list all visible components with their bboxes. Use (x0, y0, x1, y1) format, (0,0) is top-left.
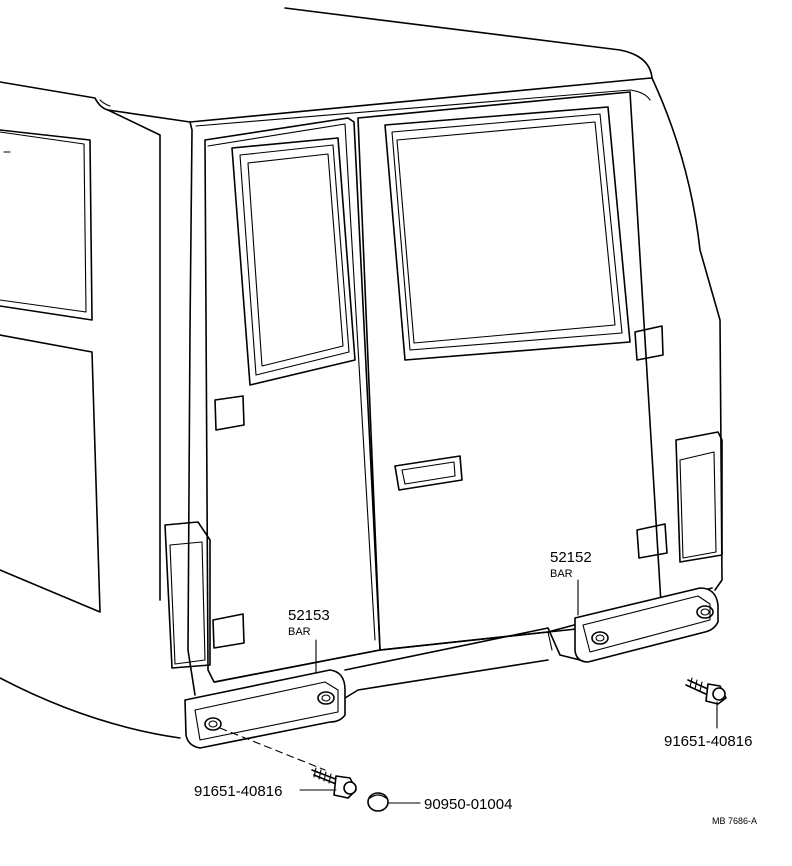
right-tail-light (675, 431, 723, 563)
reference-code: MB 7686-A (712, 816, 757, 826)
left-door-hinge-lower (212, 613, 245, 649)
bar-left-hole-inner (317, 691, 335, 705)
bar-right-hole-outer (591, 631, 609, 645)
bar-right-hole-inner (696, 605, 714, 619)
right-door-hinge-lower (636, 523, 668, 559)
van-rear-panel (187, 77, 723, 696)
bar-left-part-number: 52153 (288, 607, 330, 624)
bolt-left-assembly-line (219, 727, 326, 771)
bar-left-hole-outer (204, 717, 222, 731)
bar-right (574, 587, 719, 663)
door-handle (394, 455, 463, 491)
left-tail-light (164, 521, 211, 669)
bar-left-name: BAR (288, 626, 311, 638)
van-roof (0, 7, 653, 123)
bolt-left-part-number: 91651-40816 (194, 783, 282, 800)
plug-part-number: 90950-01004 (424, 796, 512, 813)
bar-right-part-number: 52152 (550, 549, 592, 566)
bar-left (184, 669, 346, 749)
bar-right-name: BAR (550, 568, 573, 580)
bolt-left (311, 767, 357, 799)
plug (367, 792, 389, 812)
bolt-right (685, 677, 727, 705)
bolt-right-part-number: 91651-40816 (664, 733, 752, 750)
right-rear-door (357, 91, 668, 651)
left-rear-door (204, 117, 381, 683)
left-door-hinge-upper (214, 395, 245, 431)
van-side-body (0, 109, 181, 739)
leader-lines (299, 579, 718, 804)
right-door-hinge-upper (634, 325, 664, 361)
